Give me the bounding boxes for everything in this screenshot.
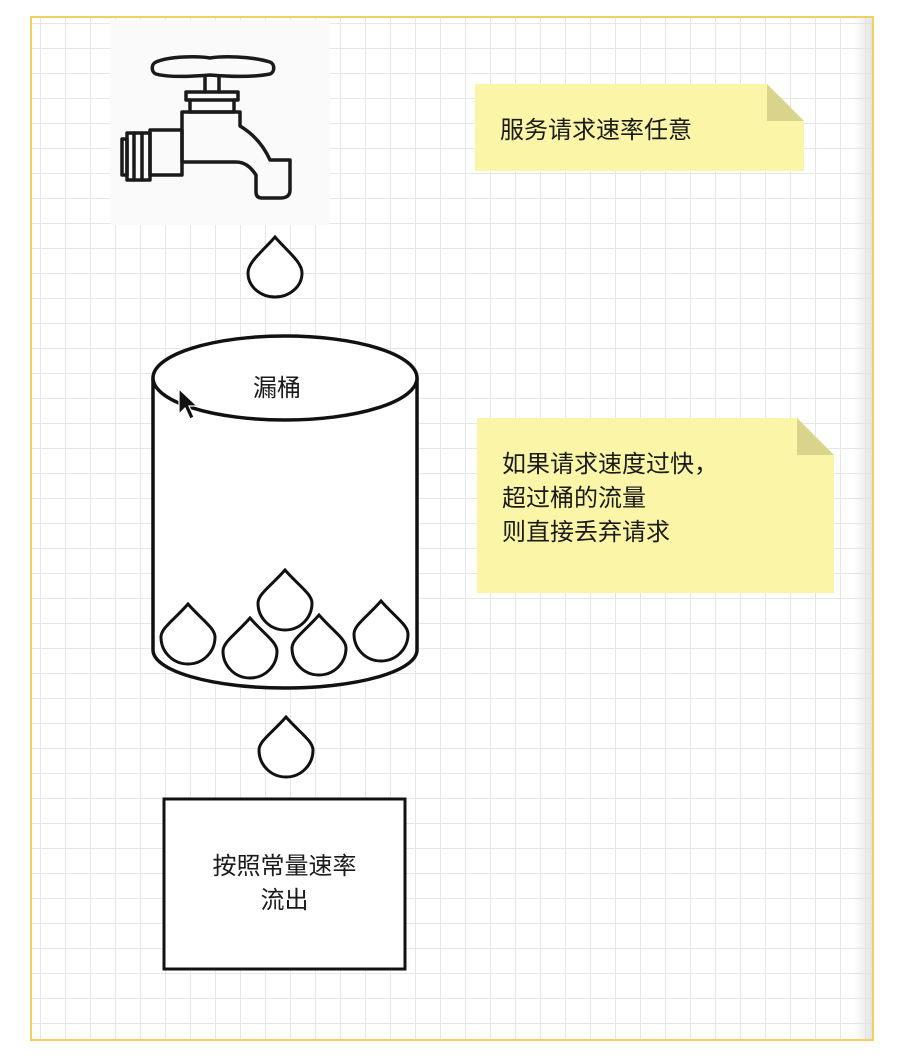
output-box-line: 按照常量速率 [212,852,357,880]
note-middle-text: 如果请求速度过快， 超过桶的流量 则直接丢弃请求 [502,447,718,549]
bucket-label: 漏桶 [253,374,301,402]
note-middle-line: 超过桶的流量 [502,484,646,512]
water-drop-icon [246,234,304,299]
canvas-edge-shade [854,18,872,1039]
water-drop-icon [257,714,315,779]
note-middle-line: 则直接丢弃请求 [502,518,670,546]
note-top-text: 服务请求速率任意 [500,116,692,144]
water-drop-icon [256,567,314,632]
bucket-drops [159,567,410,680]
note-service-rate [475,84,804,171]
output-box-line: 流出 [260,886,309,914]
water-drop-icon [290,612,348,677]
faucet-image-background [110,20,330,225]
output-box [162,797,407,971]
note-middle-line: 如果请求速度过快， [502,450,718,478]
note-overflow-discard [477,418,834,593]
faucet-icon [120,55,292,200]
water-drop-icon [352,598,410,663]
water-drop-icon [221,615,279,680]
water-drop-icon [159,601,217,666]
bucket-shape [151,334,419,690]
cursor-arrow-icon [178,387,199,420]
output-box-text: 按照常量速率 流出 [164,849,405,917]
